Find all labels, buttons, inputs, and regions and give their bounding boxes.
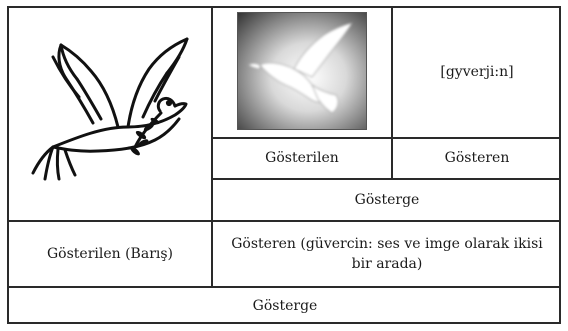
sign-label: Gösterge bbox=[355, 190, 420, 210]
signified-cell-bottom: Gösterilen (Barış) bbox=[9, 222, 211, 286]
signified-label: Gösterilen (Barış) bbox=[47, 244, 173, 264]
sign-cell-top: Gösterge bbox=[213, 180, 561, 220]
dove-drawing-cell bbox=[9, 8, 211, 220]
signifier-cell-bottom: Gösteren (güvercin: ses ve imge olarak i… bbox=[213, 222, 561, 286]
signified-label: Gösterilen bbox=[265, 148, 339, 168]
transcription-cell: [gyverji:n] bbox=[393, 8, 561, 137]
sign-cell-bottom: Gösterge bbox=[9, 288, 561, 324]
signifier-label: Gösteren bbox=[445, 148, 510, 168]
sign-label: Gösterge bbox=[253, 296, 318, 316]
dove-photo bbox=[237, 12, 367, 130]
white-dove-icon bbox=[238, 13, 366, 129]
transcription-text: [gyverji:n] bbox=[440, 62, 513, 82]
signifier-cell-top: Gösteren bbox=[393, 139, 561, 178]
dove-with-olive-branch-icon bbox=[23, 27, 198, 202]
signified-cell-top: Gösterilen bbox=[213, 139, 391, 178]
signifier-label: Gösteren (güvercin: ses ve imge olarak i… bbox=[223, 234, 551, 275]
